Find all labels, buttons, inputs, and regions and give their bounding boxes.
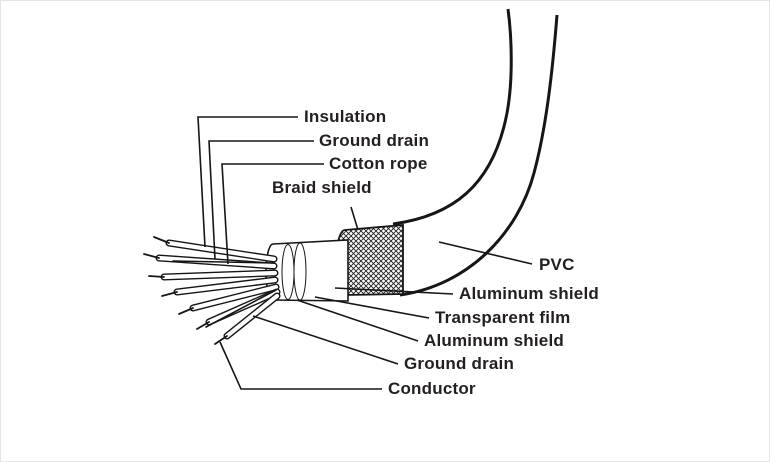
ground-drain-wire xyxy=(172,260,275,264)
label-aluminum-shield-inner: Aluminum shield xyxy=(424,331,564,350)
label-insulation: Insulation xyxy=(304,107,387,126)
wire xyxy=(214,292,281,345)
label-aluminum-shield-outer: Aluminum shield xyxy=(459,284,599,303)
leader-transparent-film xyxy=(314,296,430,319)
wire-conductor xyxy=(148,275,165,278)
label-conductor: Conductor xyxy=(388,379,476,398)
wire xyxy=(161,276,279,297)
leader-ground-drain-top xyxy=(208,140,314,260)
wire-conductor xyxy=(153,236,170,244)
wire-conductor xyxy=(214,335,228,345)
wire-bundle xyxy=(143,236,281,345)
wire-conductor xyxy=(143,253,160,259)
ground-drain-wire xyxy=(205,289,277,328)
leader-braid-shield xyxy=(350,206,359,231)
label-cotton-rope: Cotton rope xyxy=(329,154,428,173)
leader-ground-drain-bottom xyxy=(252,315,399,365)
wire-conductor xyxy=(178,307,194,315)
leader-lines xyxy=(197,116,533,390)
wire xyxy=(153,236,278,263)
leader-aluminum-shield-outer xyxy=(334,287,454,295)
label-ground-drain-top: Ground drain xyxy=(319,131,430,150)
wire-conductor xyxy=(196,321,210,330)
braid-shield-layer xyxy=(335,224,404,296)
leader-cotton-rope xyxy=(221,163,324,265)
leader-insulation xyxy=(197,116,298,248)
wire-conductor xyxy=(161,291,178,297)
leader-aluminum-shield-inner xyxy=(296,299,419,342)
aluminum-shield-edge xyxy=(293,242,307,301)
leader-conductor xyxy=(219,341,382,390)
label-ground-drain-bottom: Ground drain xyxy=(404,354,515,373)
wire xyxy=(148,269,279,281)
label-pvc: PVC xyxy=(539,255,575,274)
pvc-jacket xyxy=(390,8,559,297)
label-braid-shield: Braid shield xyxy=(272,178,372,197)
label-transparent-film: Transparent film xyxy=(435,308,571,327)
leader-pvc xyxy=(438,241,533,265)
wire xyxy=(178,283,280,315)
